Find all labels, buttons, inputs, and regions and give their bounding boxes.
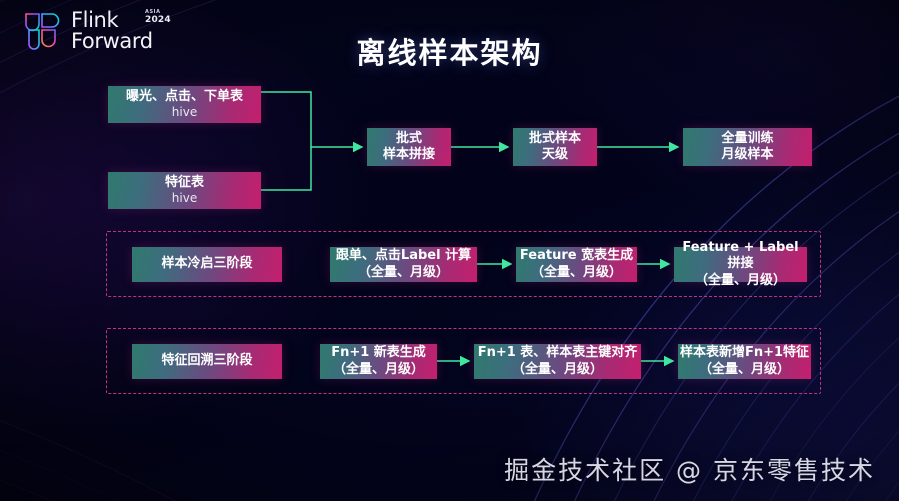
- node-line-2: （全量、月级）: [332, 361, 424, 377]
- node-feature-wide-table[interactable]: Feature 宽表生成 （全量、月级）: [516, 247, 637, 282]
- node-line-2: 月级样本: [721, 147, 774, 162]
- node-line-1: 特征回溯三阶段: [161, 353, 253, 369]
- watermark-text: 掘金技术社区 @ 京东零售技术: [504, 456, 875, 485]
- logo-badge-year: 2024: [145, 15, 171, 25]
- node-feature-label-join[interactable]: Feature + Label 拼接 （全量、月级）: [674, 240, 807, 288]
- node-line-1: 批式: [395, 130, 422, 146]
- node-fn1-new-table[interactable]: Fn+1 新表生成 （全量、月级）: [320, 344, 437, 379]
- node-line-2: （全量、月级）: [357, 264, 449, 280]
- node-line-1: Fn+1 表、样本表主键对齐: [477, 345, 638, 361]
- logo-line-2: Forward: [71, 28, 153, 53]
- node-feature-table[interactable]: 特征表 hive: [108, 172, 261, 209]
- group-sample-coldstart: [106, 231, 821, 297]
- node-subtext: hive: [171, 105, 198, 120]
- node-line-1: Fn+1 新表生成: [331, 345, 426, 361]
- node-line-1: 全量训练: [721, 130, 774, 146]
- node-line-1: 样本冷启三阶段: [161, 256, 253, 272]
- node-line-2: （全量、月级）: [694, 272, 786, 288]
- node-line-1: 特征表: [164, 174, 204, 190]
- logo-line-1: Flink: [71, 8, 119, 32]
- node-line-1: 跟单、点击Label 计算: [335, 248, 472, 264]
- node-exposure-click-order[interactable]: 曝光、点击、下单表 hive: [108, 86, 261, 123]
- node-line-1: Feature 宽表生成: [519, 248, 634, 264]
- node-label-compute[interactable]: 跟单、点击Label 计算 （全量、月级）: [330, 247, 477, 282]
- node-line-2: （全量、月级）: [511, 361, 603, 377]
- flink-forward-logo: Flink Forward ASIA 2024: [22, 8, 171, 54]
- node-sample-add-fn1[interactable]: 样本表新增Fn+1特征 （全量、月级）: [678, 344, 811, 379]
- page-title: 离线样本架构: [356, 36, 543, 70]
- node-backfill-stage[interactable]: 特征回溯三阶段: [132, 344, 282, 379]
- node-line-1: 批式样本: [528, 130, 581, 146]
- node-line-2: 样本拼接: [382, 147, 435, 162]
- node-line-2: （全量、月级）: [530, 264, 622, 280]
- flink-forward-logo-icon: [25, 13, 60, 50]
- group-feature-backfill: [106, 328, 821, 394]
- node-subtext: hive: [171, 191, 198, 206]
- node-fn1-key-align[interactable]: Fn+1 表、样本表主键对齐 （全量、月级）: [474, 344, 641, 379]
- node-line-2: 天级: [541, 147, 568, 162]
- node-line-1: 样本表新增Fn+1特征: [679, 345, 810, 361]
- node-line-1: 曝光、点击、下单表: [125, 88, 243, 104]
- logo-event-badge: ASIA 2024: [145, 10, 171, 25]
- logo-badge-region: ASIA: [145, 9, 161, 15]
- node-coldstart-stage[interactable]: 样本冷启三阶段: [132, 247, 282, 282]
- node-line-1: Feature + Label 拼接: [682, 240, 799, 272]
- node-full-train-monthly[interactable]: 全量训练 月级样本: [683, 128, 812, 166]
- node-line-2: （全量、月级）: [698, 361, 790, 377]
- node-batch-sample-join[interactable]: 批式 样本拼接: [367, 128, 451, 166]
- node-batch-sample-daily[interactable]: 批式样本 天级: [513, 128, 597, 166]
